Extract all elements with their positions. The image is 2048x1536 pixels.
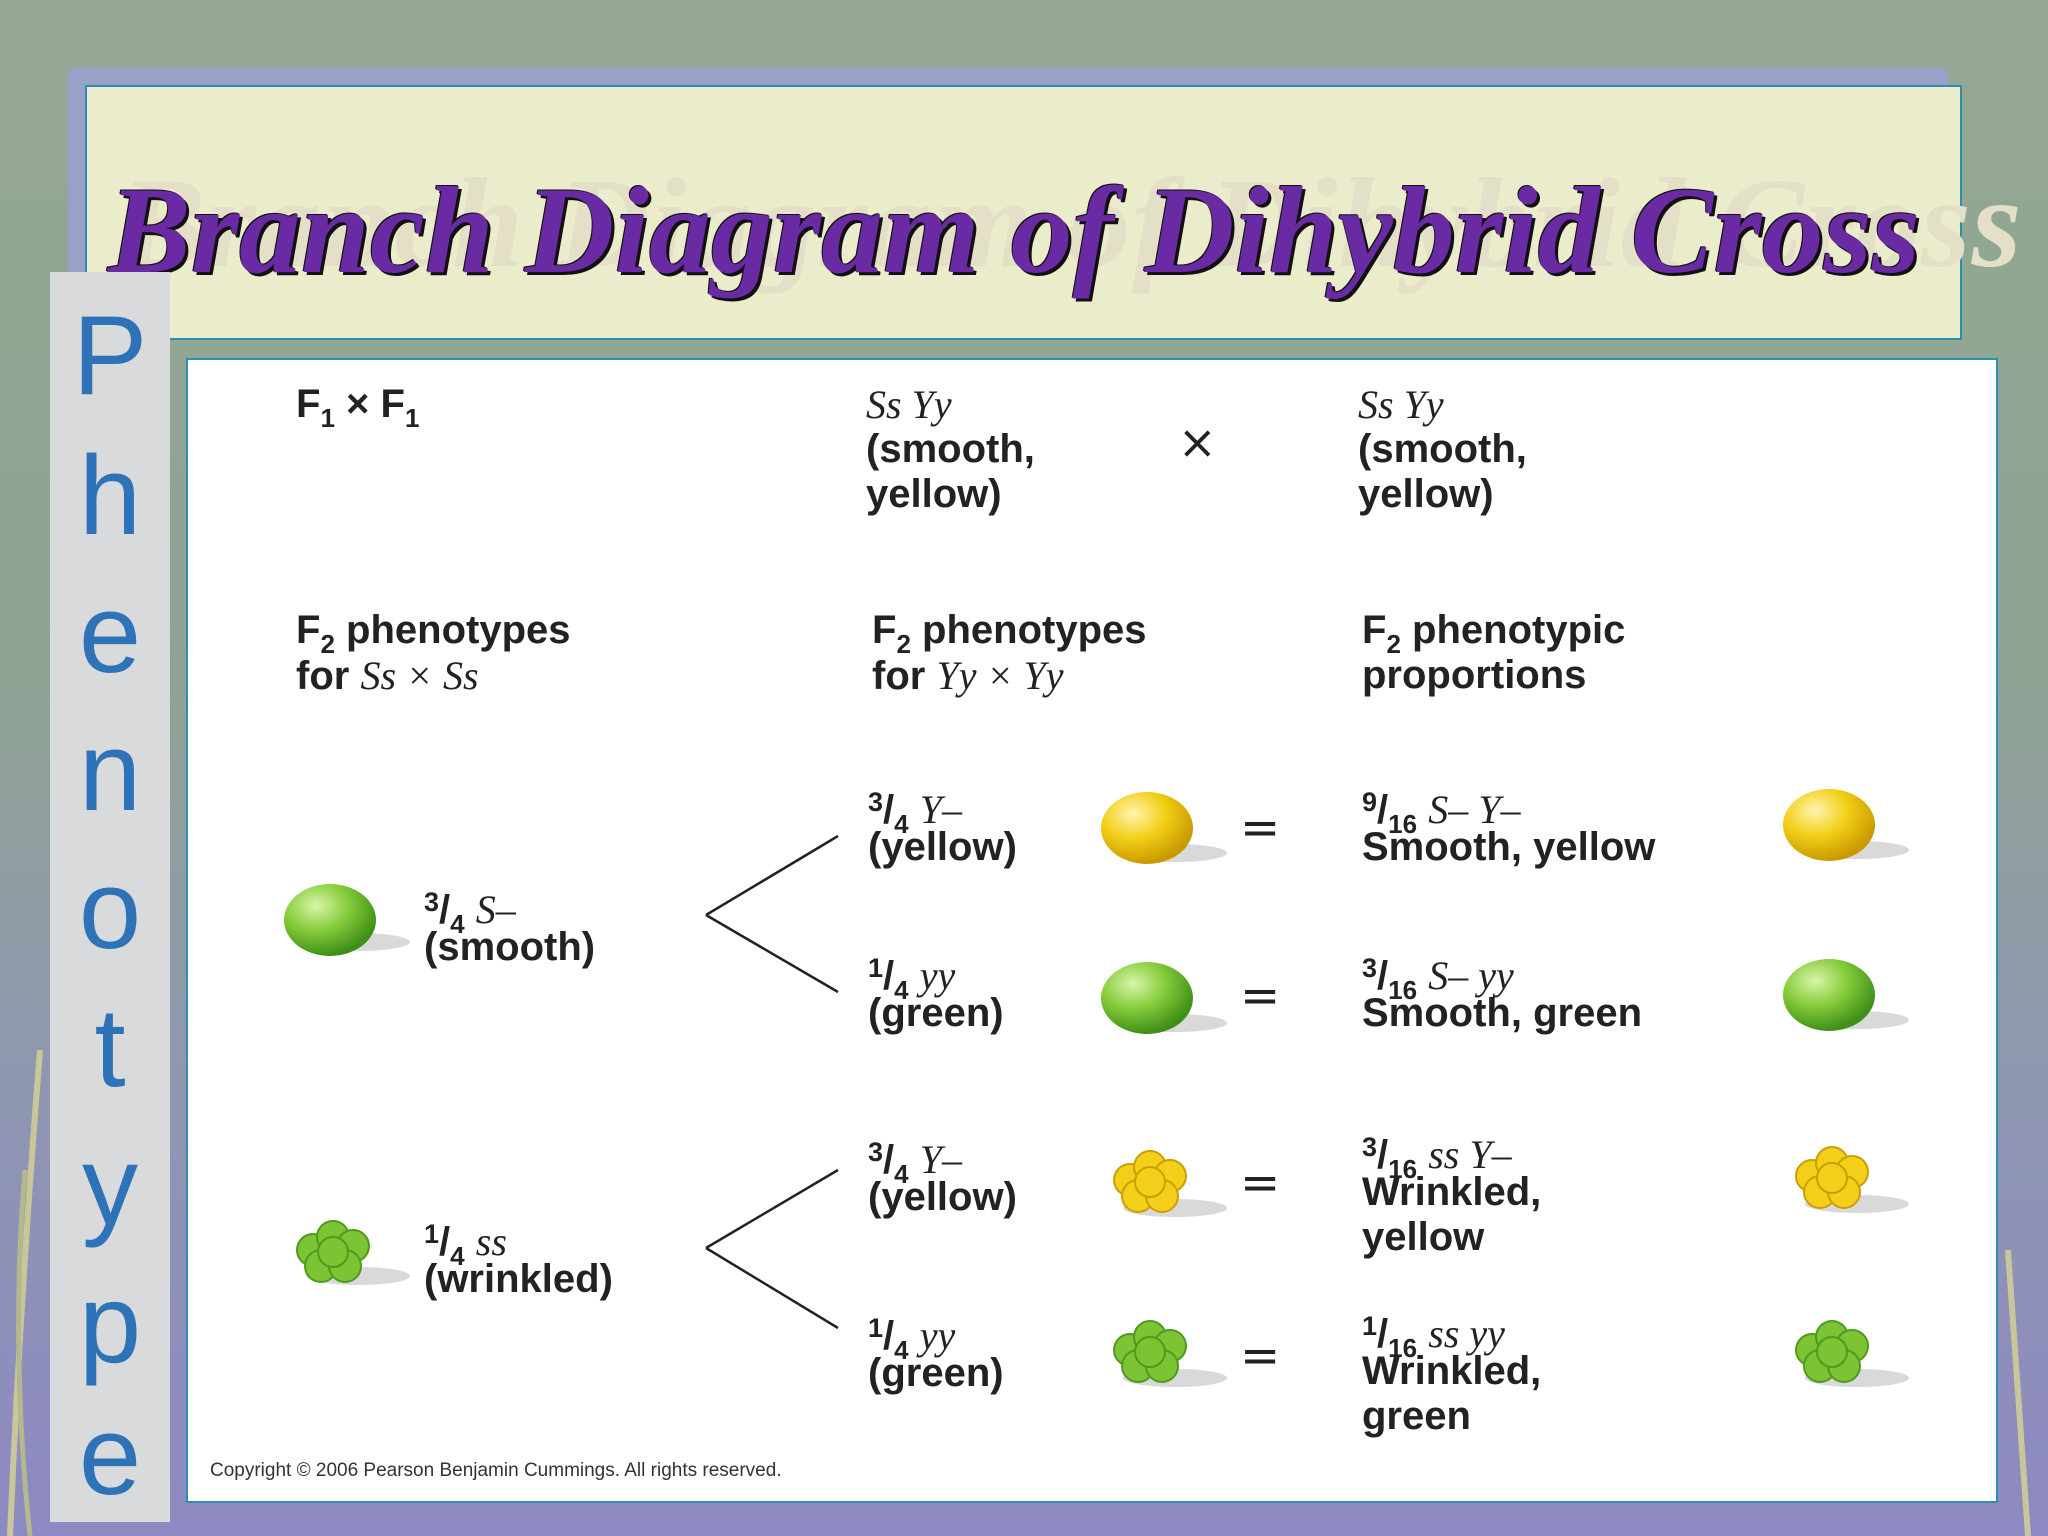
left-branch-1-fraction: 3/4 S– — [424, 887, 516, 939]
header-col3-line2: proportions — [1362, 653, 1587, 697]
pea-yellow-smooth-icon — [1101, 792, 1227, 864]
equals-sign: = — [1240, 1328, 1281, 1384]
parent1-phenotype-line1: (smooth, — [866, 427, 1035, 471]
branch-line — [705, 913, 839, 994]
parent2-phenotype-line1: (smooth, — [1358, 427, 1527, 471]
diagram-panel: F1 × F1 Ss Yy (smooth, yellow) × Ss Yy (… — [186, 358, 1998, 1503]
middle-branch-4-phenotype: (green) — [868, 1351, 1004, 1395]
pea-green-wrinkled-icon — [296, 1220, 410, 1285]
left-branch-2-fraction: 1/4 ss — [424, 1219, 507, 1271]
side-letter: y — [82, 1123, 138, 1248]
side-letter: n — [78, 709, 142, 834]
parent2-genotype: Ss Yy — [1358, 382, 1444, 427]
equals-sign: = — [1240, 800, 1281, 856]
result-4-line1: Wrinkled, — [1362, 1349, 1542, 1393]
parent2-phenotype-line2: yellow) — [1358, 472, 1494, 516]
side-letter: P — [72, 293, 148, 418]
middle-branch-1-fraction: 3/4 Y– — [868, 787, 962, 839]
equals-sign: = — [1240, 1155, 1281, 1211]
middle-branch-2-phenotype: (green) — [868, 991, 1004, 1035]
pea-yellow-wrinkled-icon — [1113, 1150, 1227, 1217]
side-letter: e — [78, 571, 142, 696]
header-col3-line1: F2 phenotypic — [1362, 608, 1626, 659]
pea-green-smooth-icon — [1783, 959, 1909, 1031]
side-letter: t — [94, 985, 126, 1110]
left-branch-1-phenotype: (smooth) — [424, 925, 596, 969]
pea-green-smooth-icon — [1101, 962, 1227, 1034]
title-box — [85, 85, 1962, 340]
pea-yellow-smooth-icon — [1783, 789, 1909, 861]
side-letter: p — [78, 1261, 142, 1386]
side-letter: e — [78, 1393, 142, 1518]
grass-decoration-left — [7, 1050, 43, 1536]
result-2-fraction: 3/16 S– yy — [1362, 953, 1514, 1005]
pea-green-wrinkled-icon — [1113, 1320, 1227, 1387]
result-4-fraction: 1/16 ss yy — [1362, 1311, 1505, 1363]
branch-line — [705, 1246, 839, 1330]
result-2-line1: Smooth, green — [1362, 991, 1643, 1035]
middle-branch-3-fraction: 3/4 Y– — [868, 1137, 962, 1189]
middle-branch-3-phenotype: (yellow) — [868, 1175, 1017, 1219]
parent1-genotype: Ss Yy — [866, 382, 952, 427]
side-band — [50, 272, 170, 1522]
branch-line — [705, 834, 839, 917]
cross-label: F1 × F1 — [296, 382, 420, 433]
branch-lines — [705, 834, 839, 1330]
middle-branch-1-phenotype: (yellow) — [868, 825, 1017, 869]
middle-branch-4-fraction: 1/4 yy — [868, 1313, 956, 1365]
pea-green-smooth-icon — [284, 884, 410, 956]
result-1-line1: Smooth, yellow — [1362, 825, 1656, 869]
result-3-line2: yellow — [1362, 1215, 1485, 1259]
result-4-line2: green — [1362, 1394, 1471, 1438]
header-col1-line2: for Ss × Ss — [296, 653, 479, 698]
result-1-fraction: 9/16 S– Y– — [1362, 787, 1521, 839]
result-3-fraction: 3/16 ss Y– — [1362, 1132, 1512, 1184]
equals-sign: = — [1240, 968, 1281, 1024]
header-col2-line2: for Yy × Yy — [872, 653, 1064, 698]
pea-green-wrinkled-icon — [1795, 1320, 1909, 1387]
left-branch-2-phenotype: (wrinkled) — [424, 1257, 613, 1301]
slide-title: Branch Diagram of Dihybrid Cross — [108, 162, 1921, 299]
middle-branch-2-fraction: 1/4 yy — [868, 953, 956, 1005]
parent1-phenotype-line2: yellow) — [866, 472, 1002, 516]
cross-symbol: × — [1178, 415, 1217, 469]
side-letter: o — [78, 847, 142, 972]
side-letter: h — [78, 433, 142, 558]
header-col2-line1: F2 phenotypes — [872, 608, 1147, 659]
result-3-line1: Wrinkled, — [1362, 1170, 1542, 1214]
copyright-notice: Copyright © 2006 Pearson Benjamin Cummin… — [210, 1460, 782, 1481]
pea-yellow-wrinkled-icon — [1795, 1146, 1909, 1213]
grass-decoration-right — [2005, 1250, 2031, 1536]
header-col1-line1: F2 phenotypes — [296, 608, 571, 659]
branch-line — [705, 1168, 839, 1250]
title-ghost-text: Branch Diagram of Dihybrid Cross — [120, 152, 2023, 294]
